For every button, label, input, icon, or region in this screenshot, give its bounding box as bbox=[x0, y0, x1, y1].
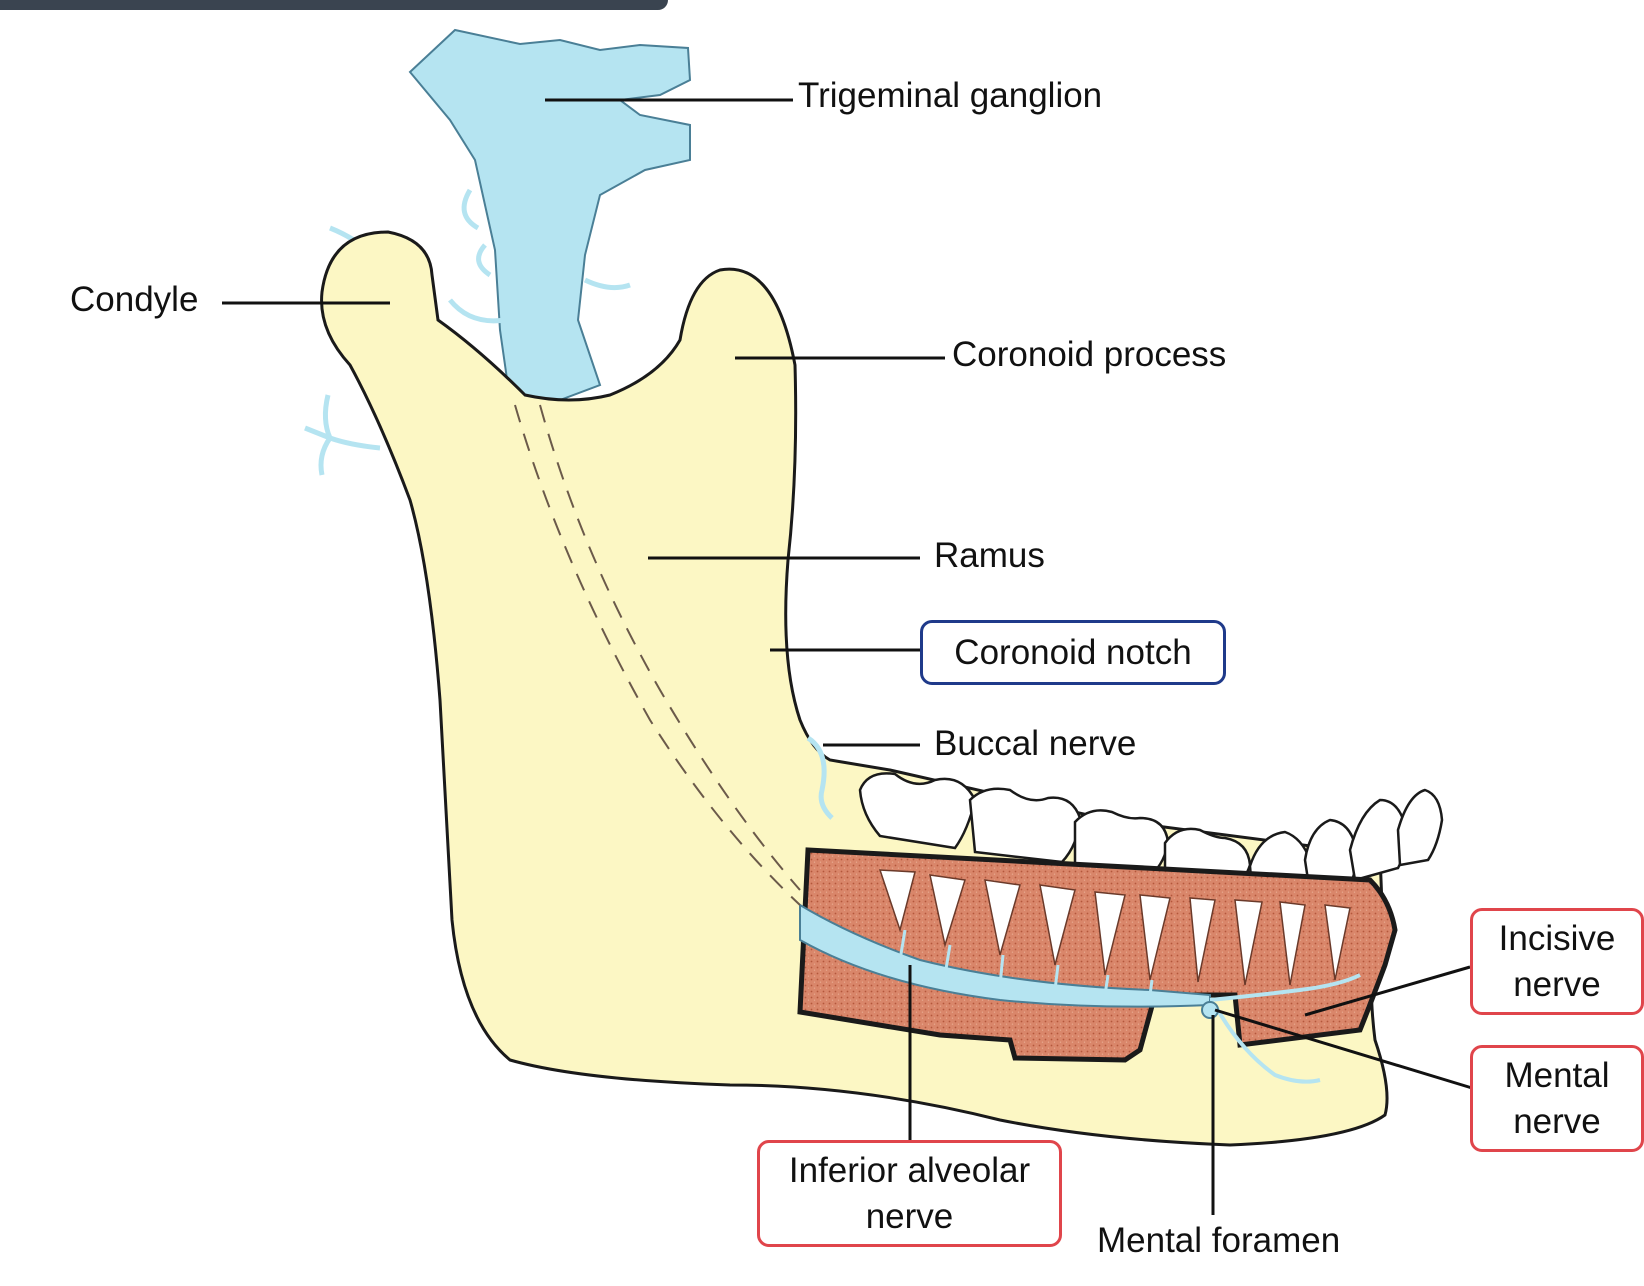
label-inferior-alveolar-nerve: Inferior alveolar nerve bbox=[757, 1140, 1062, 1247]
label-coronoid-process: Coronoid process bbox=[952, 335, 1227, 374]
label-mental-line-2: nerve bbox=[1513, 1101, 1601, 1141]
leader-lines bbox=[222, 98, 1473, 1215]
label-inferior-alveolar-line-2: nerve bbox=[865, 1196, 954, 1236]
label-coronoid-notch: Coronoid notch bbox=[920, 620, 1226, 685]
label-mental-line-1: Mental bbox=[1504, 1055, 1610, 1095]
dental-nerve-branches bbox=[898, 929, 1361, 1084]
label-ramus: Ramus bbox=[934, 536, 1045, 575]
label-buccal-nerve: Buccal nerve bbox=[934, 724, 1137, 763]
tooth-roots bbox=[878, 869, 1351, 986]
buccal-nerve-twig bbox=[806, 735, 834, 820]
label-incisive-nerve: Incisive nerve bbox=[1470, 908, 1644, 1015]
mandibular-canal-dashed bbox=[514, 404, 801, 906]
window-title-bar bbox=[0, 0, 668, 10]
label-trigeminal-ganglion: Trigeminal ganglion bbox=[798, 76, 1103, 115]
label-incisive-line-2: nerve bbox=[1513, 964, 1601, 1004]
label-mental-foramen: Mental foramen bbox=[1097, 1221, 1341, 1260]
label-incisive-line-1: Incisive bbox=[1498, 918, 1616, 958]
trigeminal-nerve bbox=[408, 28, 692, 401]
label-inferior-alveolar-line-1: Inferior alveolar bbox=[788, 1150, 1031, 1190]
leader-incisive bbox=[1304, 965, 1471, 1017]
label-mental-nerve: Mental nerve bbox=[1470, 1045, 1644, 1152]
label-condyle: Condyle bbox=[70, 280, 199, 319]
label-coronoid-notch-text: Coronoid notch bbox=[954, 632, 1192, 672]
leader-mental bbox=[1214, 1008, 1473, 1090]
